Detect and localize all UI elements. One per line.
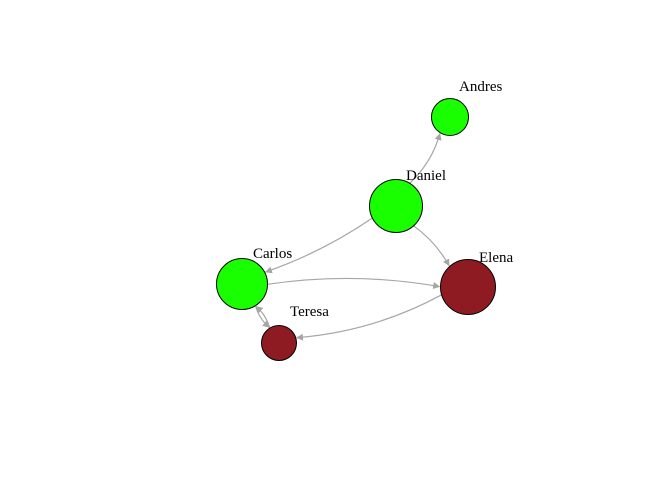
edge-carlos-teresa <box>254 305 270 328</box>
node-label-daniel: Daniel <box>406 168 446 184</box>
node-elena <box>440 259 496 315</box>
node-label-carlos: Carlos <box>253 246 292 262</box>
edge-daniel-carlos <box>264 217 373 274</box>
labels-layer: Andres Daniel Carlos Elena Teresa <box>253 79 513 320</box>
node-label-teresa: Teresa <box>290 304 329 320</box>
node-carlos <box>216 258 268 310</box>
edges-layer <box>254 133 450 341</box>
node-label-andres: Andres <box>459 79 502 95</box>
node-andres <box>431 98 469 136</box>
node-label-elena: Elena <box>479 250 513 266</box>
edge-daniel-elena <box>413 225 450 267</box>
edge-teresa-carlos <box>255 306 271 329</box>
nodes-layer <box>216 98 496 361</box>
edge-elena-teresa <box>296 294 442 341</box>
edge-carlos-elena <box>267 277 441 289</box>
node-daniel <box>369 179 423 233</box>
edge-daniel-andres <box>409 133 442 184</box>
node-teresa <box>261 325 297 361</box>
